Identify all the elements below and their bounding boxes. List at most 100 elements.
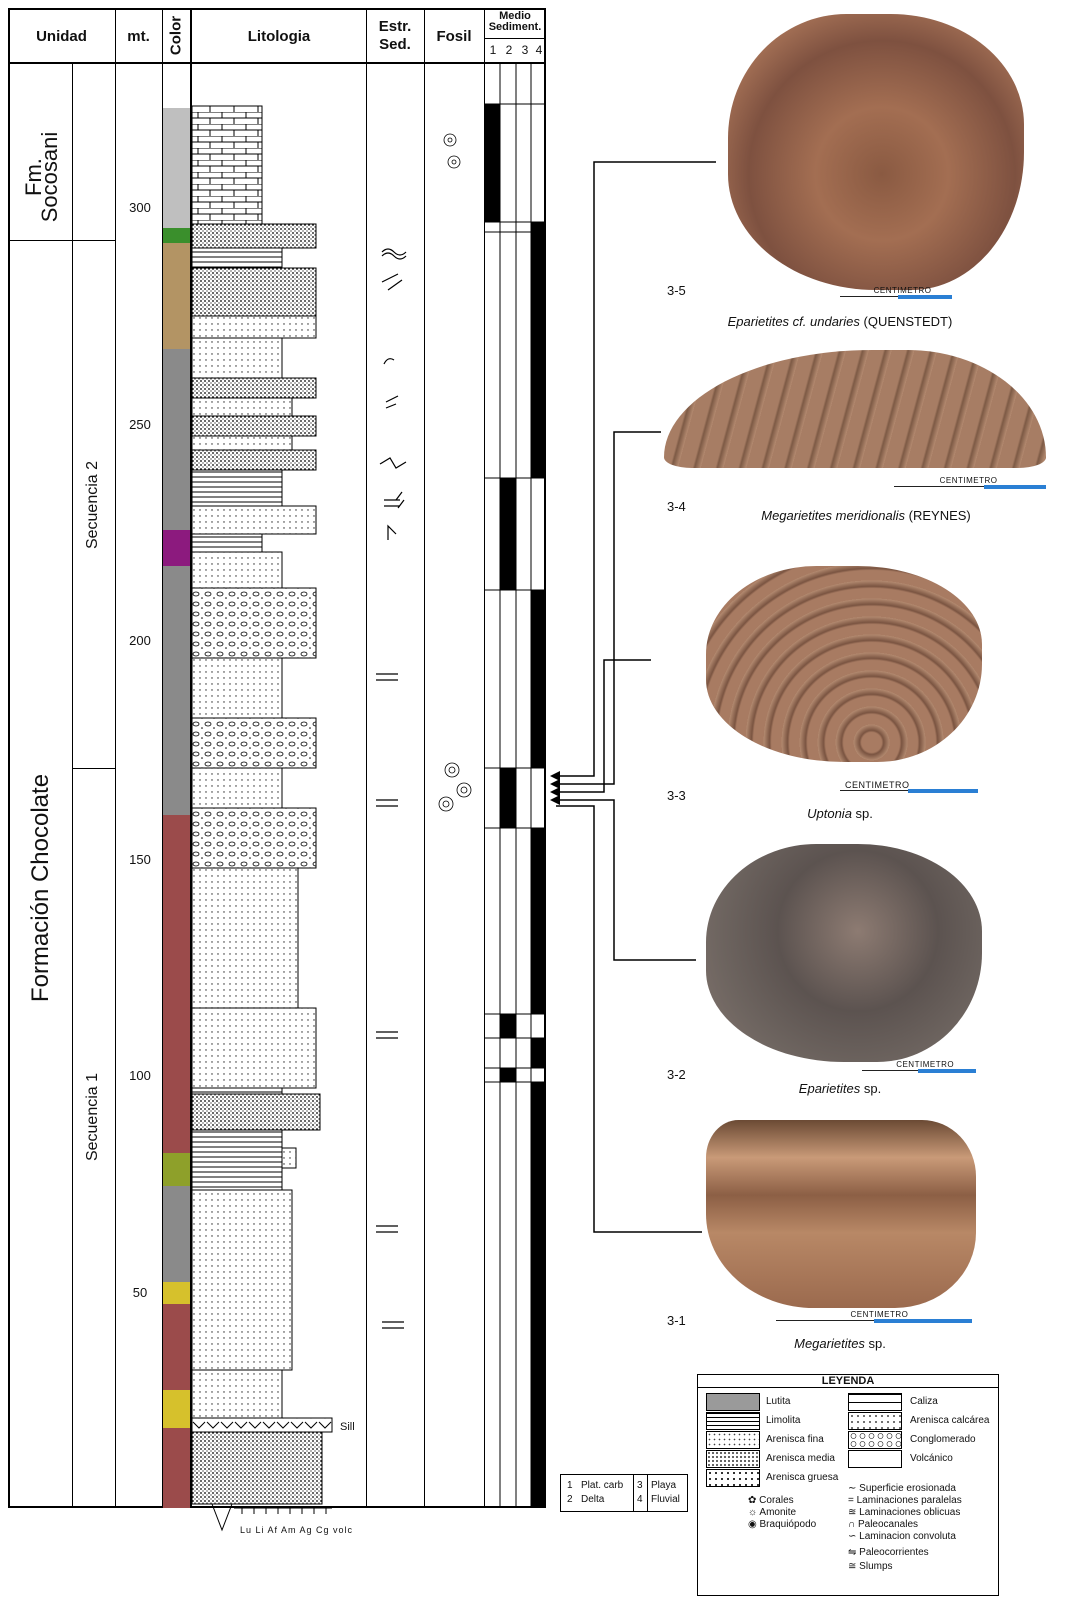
medio-rule	[484, 38, 546, 39]
color-band-red	[163, 1304, 190, 1390]
legend-volcanico: Volcánico	[910, 1453, 953, 1464]
tick-300: 300	[120, 200, 160, 215]
lithology-column	[192, 100, 366, 1540]
color-band-gray	[163, 1186, 190, 1282]
header-unidad: Unidad	[8, 28, 115, 45]
tick-100: 100	[120, 1068, 160, 1083]
specimen-3-5-photo	[728, 14, 1024, 290]
specimen-3-3-photo	[706, 566, 982, 762]
tick-150: 150	[120, 852, 160, 867]
legend-swatch-caliza	[848, 1393, 902, 1411]
key-divider	[633, 1475, 634, 1511]
legend-swatch-limolita	[706, 1412, 760, 1430]
scale-bar-3-5: CENTIMETRO	[840, 290, 952, 302]
specimen-3-3-number: 3-3	[667, 788, 686, 803]
specimen-3-1-caption: Megarietites sp.	[760, 1336, 920, 1351]
specimen-3-4-number: 3-4	[667, 499, 686, 514]
medio-col-3: 3	[518, 43, 532, 57]
legend-laminaciones-oblicuas: ≊ Laminaciones oblicuas	[848, 1507, 960, 1518]
key-divider	[647, 1475, 648, 1511]
legend-caliza: Caliza	[910, 1396, 938, 1407]
header-rule	[8, 62, 546, 64]
legend-paleocorrientes: ⇋ Paleocorrientes	[848, 1547, 929, 1558]
legend-swatch-volcanico	[848, 1450, 902, 1468]
specimen-3-4-caption: Megarietites meridionalis (REYNES)	[724, 508, 1008, 523]
specimen-connectors	[546, 150, 716, 1250]
color-band-gray	[163, 349, 190, 530]
specimen-3-2-caption: Eparietites sp.	[760, 1081, 920, 1096]
specimen-3-4-photo	[664, 350, 1046, 468]
legend-laminacion-convoluta: ∽ Laminacion convoluta	[848, 1531, 956, 1542]
legend-title: LEYENDA	[698, 1375, 998, 1388]
color-band-red	[163, 1428, 190, 1508]
legend-superficie-erosionada: ∼ Superficie erosionada	[848, 1483, 956, 1494]
color-band-yellow	[163, 1282, 190, 1304]
legend-arenisca-gruesa: Arenisca gruesa	[766, 1472, 838, 1483]
legend-swatch-lutita	[706, 1393, 760, 1411]
unit-seq2: Secuencia 2	[84, 450, 102, 560]
medio-col-2: 2	[502, 43, 516, 57]
header-sed: Sed.	[366, 36, 424, 53]
legend-swatch-arenisca-fina	[706, 1431, 760, 1449]
legend-swatch-arenisca-calcarea	[848, 1412, 902, 1430]
header-mt: mt.	[115, 28, 162, 45]
color-band-yellow	[163, 1390, 190, 1428]
tick-50: 50	[120, 1285, 160, 1300]
legend-limolita: Limolita	[766, 1415, 800, 1426]
unit-seq1: Secuencia 1	[84, 1062, 102, 1172]
scale-bar-3-3: CENTIMETRO	[840, 784, 978, 796]
tick-250: 250	[120, 417, 160, 432]
legend-braquiopodo: ◉ Braquiópodo	[748, 1519, 816, 1530]
specimen-3-5-number: 3-5	[667, 283, 686, 298]
sedimentary-structures	[366, 64, 424, 1504]
medio-sedimentario-column	[484, 64, 546, 1508]
scale-bar-3-4: CENTIMETRO	[894, 480, 1046, 492]
header-sediment: Sediment.	[484, 21, 546, 33]
color-band-gray	[163, 566, 190, 815]
divider	[115, 8, 116, 1508]
specimen-3-3-caption: Uptonia sp.	[760, 806, 920, 821]
specimen-3-1-photo	[706, 1120, 976, 1308]
header-color: Color	[168, 6, 185, 66]
medio-col-4: 4	[532, 43, 546, 57]
scale-bar-3-1: CENTIMETRO	[776, 1314, 972, 1326]
unit-boundary	[72, 768, 115, 769]
specimen-3-2-number: 3-2	[667, 1067, 686, 1082]
specimen-3-2-photo	[706, 844, 982, 1062]
sill-label: Sill	[340, 1421, 355, 1433]
legend-lutita: Lutita	[766, 1396, 790, 1407]
color-band-red	[163, 815, 190, 1153]
unit-chocolate: Formación Chocolate	[27, 763, 55, 1013]
unit-boundary	[8, 240, 115, 241]
legend-paleocanales: ∩ Paleocanales	[848, 1519, 918, 1530]
legend-corales: ✿ Corales	[748, 1495, 794, 1506]
grain-axis-labels: Lu Li Af Am Ag Cg volc	[240, 1525, 353, 1535]
header-fosil: Fosil	[424, 28, 484, 45]
scale-bar-3-2: CENTIMETRO	[862, 1064, 976, 1076]
legend-arenisca-fina: Arenisca fina	[766, 1434, 824, 1445]
color-band-olive	[163, 1153, 190, 1186]
legend-swatch-conglomerado	[848, 1431, 902, 1449]
legend-slumps: ≅ Slumps	[848, 1561, 893, 1572]
color-band-green	[163, 228, 190, 243]
legend-amonite: ☼ Amonite	[748, 1507, 796, 1518]
specimen-3-5-caption: Eparietites cf. undaries (QUENSTEDT)	[700, 314, 980, 329]
header-estr: Estr.	[366, 18, 424, 35]
fossil-marks	[424, 120, 484, 820]
legend-swatch-arenisca-gruesa	[706, 1469, 760, 1487]
color-band-purple	[163, 530, 190, 566]
legend-conglomerado: Conglomerado	[910, 1434, 976, 1445]
legend-arenisca-media: Arenisca media	[766, 1453, 835, 1464]
unit-socosani: Socosani	[37, 117, 63, 237]
divider	[72, 64, 73, 1508]
legend-swatch-arenisca-media	[706, 1450, 760, 1468]
header-litologia: Litologia	[192, 28, 366, 45]
tick-200: 200	[120, 633, 160, 648]
legend-laminaciones-paralelas: = Laminaciones paralelas	[848, 1495, 962, 1506]
legend: LEYENDA Lutita Limolita Arenisca fina Ar…	[697, 1374, 999, 1596]
specimen-3-1-number: 3-1	[667, 1313, 686, 1328]
legend-arenisca-calcarea: Arenisca calcárea	[910, 1415, 989, 1426]
color-band-tan	[163, 243, 190, 349]
color-band-light-gray	[163, 108, 190, 228]
environment-key: 1 Plat. carb 3 Playa 2 Delta 4 Fluvial	[560, 1474, 688, 1512]
